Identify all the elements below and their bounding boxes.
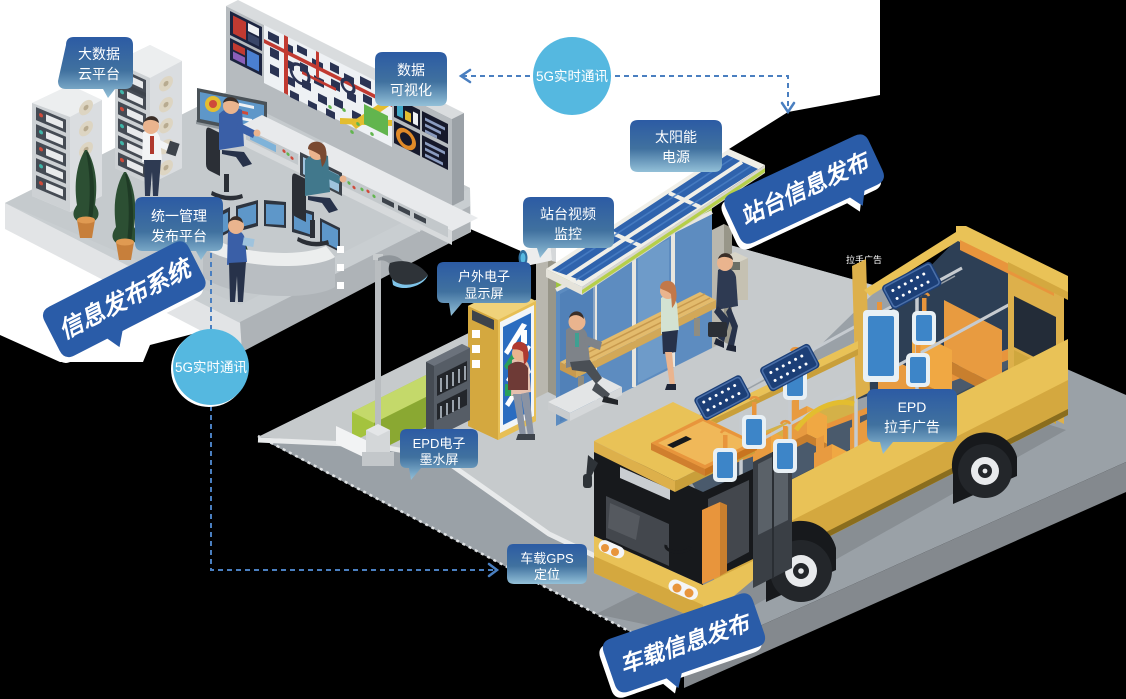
svg-text:可视化: 可视化	[390, 82, 432, 98]
svg-text:拉手广告: 拉手广告	[846, 254, 882, 265]
svg-text:发布平台: 发布平台	[151, 228, 207, 244]
svg-text:EPD电子: EPD电子	[413, 436, 466, 451]
svg-text:定位: 定位	[534, 567, 560, 582]
svg-text:电源: 电源	[662, 149, 690, 165]
svg-text:大数据: 大数据	[78, 46, 120, 62]
svg-text:太阳能: 太阳能	[655, 129, 697, 145]
svg-text:5G实时通讯: 5G实时通讯	[536, 69, 609, 84]
svg-text:拉手广告: 拉手广告	[884, 419, 940, 435]
svg-text:墨水屏: 墨水屏	[419, 452, 458, 467]
svg-text:车载GPS: 车载GPS	[520, 551, 574, 566]
svg-text:站台视频: 站台视频	[540, 206, 596, 222]
svg-text:监控: 监控	[554, 226, 582, 242]
svg-text:EPD: EPD	[898, 399, 927, 415]
svg-text:5G实时通讯: 5G实时通讯	[175, 360, 248, 375]
svg-text:云平台: 云平台	[78, 66, 120, 82]
svg-text:户外电子: 户外电子	[458, 269, 510, 284]
svg-text:统一管理: 统一管理	[151, 208, 207, 224]
svg-text:显示屏: 显示屏	[464, 286, 503, 301]
svg-text:数据: 数据	[397, 62, 425, 78]
